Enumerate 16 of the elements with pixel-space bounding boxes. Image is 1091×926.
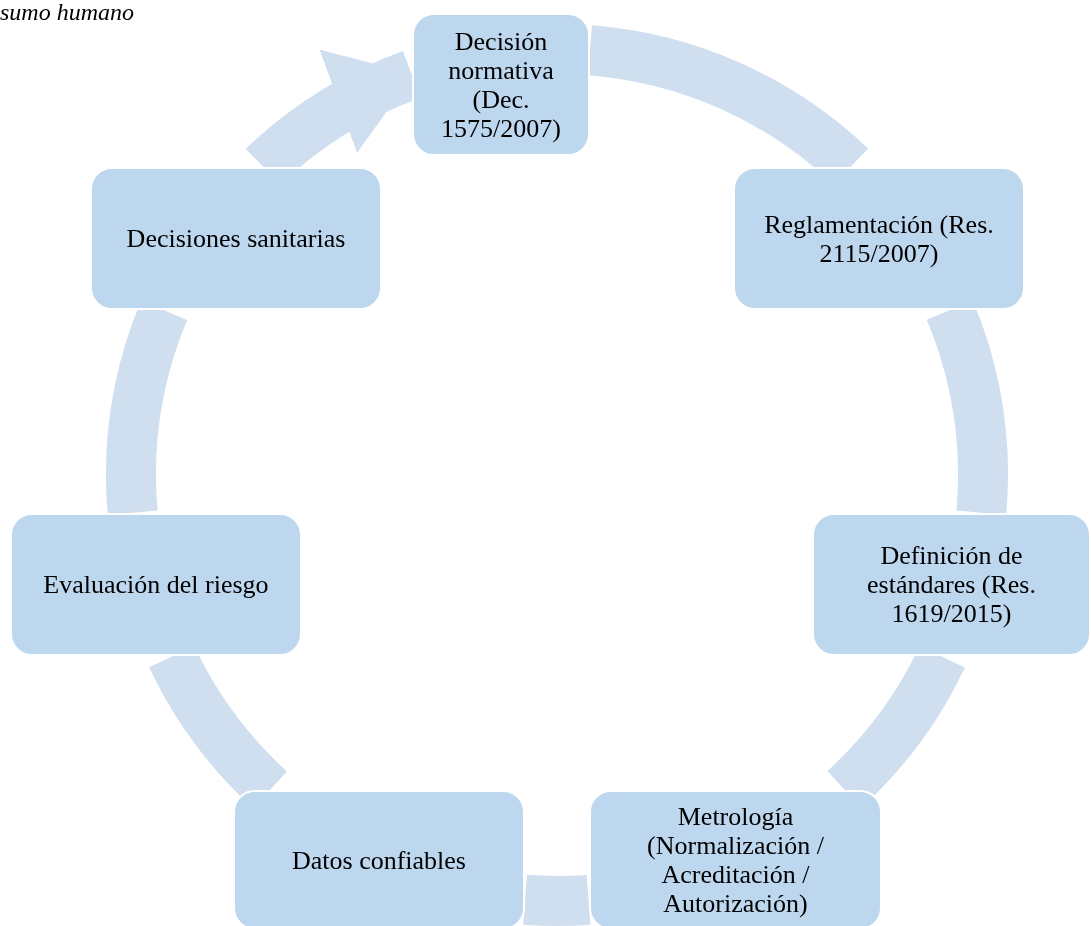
box-label: Evaluación del riesgo (43, 570, 269, 599)
box-label: Reglamentación (Res. 2115/2007) (763, 209, 995, 268)
box-label: Decisiones sanitarias (126, 224, 346, 253)
title: sumo humano (0, 0, 134, 24)
process-box (90, 167, 382, 310)
box-label: Metrología (Normalización / Acreditación / Autorización) (646, 802, 825, 918)
box-label: Decisión normativa (Dec. 1575/2007) (440, 26, 562, 143)
box-label: Datos confiables (292, 845, 466, 875)
cycle-connector (523, 874, 590, 926)
process-box (233, 790, 525, 926)
process-box (589, 790, 882, 926)
process-box (10, 513, 302, 656)
process-box (733, 167, 1025, 310)
process-box (412, 13, 590, 156)
process-box (812, 513, 1091, 656)
box-label: Definición de estándares (Res. 1619/2015) (866, 541, 1037, 628)
